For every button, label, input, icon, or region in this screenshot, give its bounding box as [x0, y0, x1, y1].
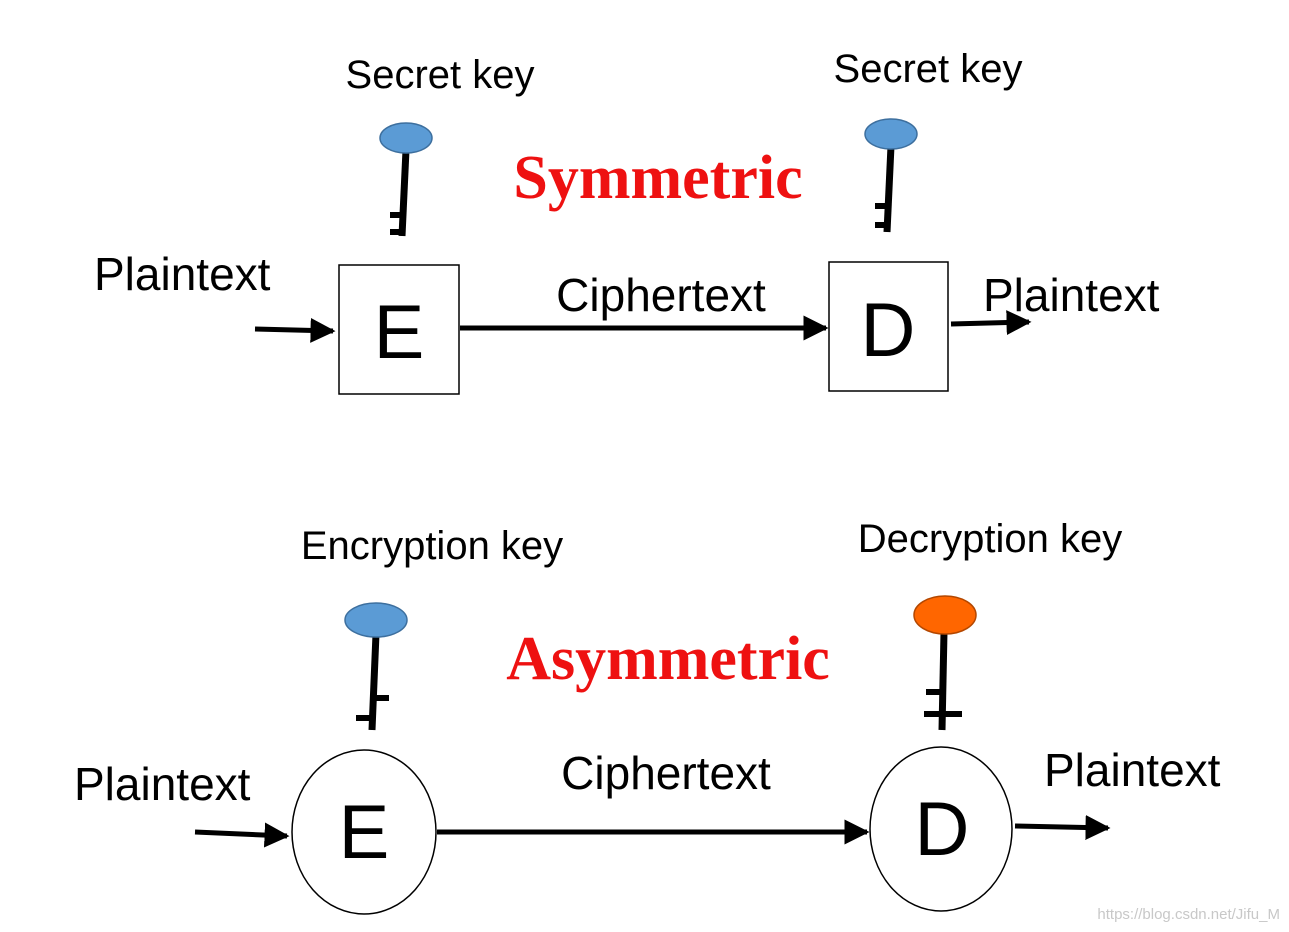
symmetric-output-arrow: [950, 310, 1032, 336]
symmetric-channel-label: Ciphertext: [556, 269, 766, 321]
asymmetric-section: Asymmetric Encryption key Decryption key…: [74, 517, 1221, 915]
symmetric-decrypt-box: [828, 261, 949, 392]
key-icon: [379, 122, 433, 237]
asymmetric-encrypt-circle: [291, 749, 437, 915]
asymmetric-decrypt-label: D: [915, 787, 970, 872]
asymmetric-decrypt-circle: [869, 746, 1013, 912]
symmetric-encrypt-box: [338, 264, 460, 395]
asymmetric-output-arrow: [1014, 815, 1111, 841]
key-icon: [344, 602, 408, 731]
symmetric-section: Symmetric Secret key Secret key Plaintex…: [94, 47, 1160, 395]
asymmetric-output-label: Plaintext: [1044, 744, 1221, 796]
symmetric-input-label: Plaintext: [94, 248, 271, 300]
symmetric-output-label: Plaintext: [983, 269, 1160, 321]
watermark: https://blog.csdn.net/Jifu_M: [1097, 906, 1280, 923]
symmetric-left-key-label: Secret key: [346, 53, 535, 97]
asymmetric-encrypt-label: E: [339, 790, 390, 875]
symmetric-title: Symmetric: [513, 144, 802, 212]
asymmetric-channel-label: Ciphertext: [561, 747, 771, 799]
symmetric-input-arrow: [254, 317, 336, 343]
asymmetric-title: Asymmetric: [506, 625, 830, 693]
asymmetric-input-label: Plaintext: [74, 758, 251, 810]
symmetric-encrypt-label: E: [374, 290, 425, 375]
key-icon: [864, 118, 918, 233]
symmetric-decrypt-label: D: [861, 288, 916, 373]
key-icon: [913, 595, 977, 731]
asymmetric-left-key-label: Encryption key: [301, 524, 563, 568]
asymmetric-input-arrow: [194, 822, 290, 848]
symmetric-right-key-label: Secret key: [834, 47, 1023, 91]
asymmetric-right-key-label: Decryption key: [858, 517, 1123, 561]
